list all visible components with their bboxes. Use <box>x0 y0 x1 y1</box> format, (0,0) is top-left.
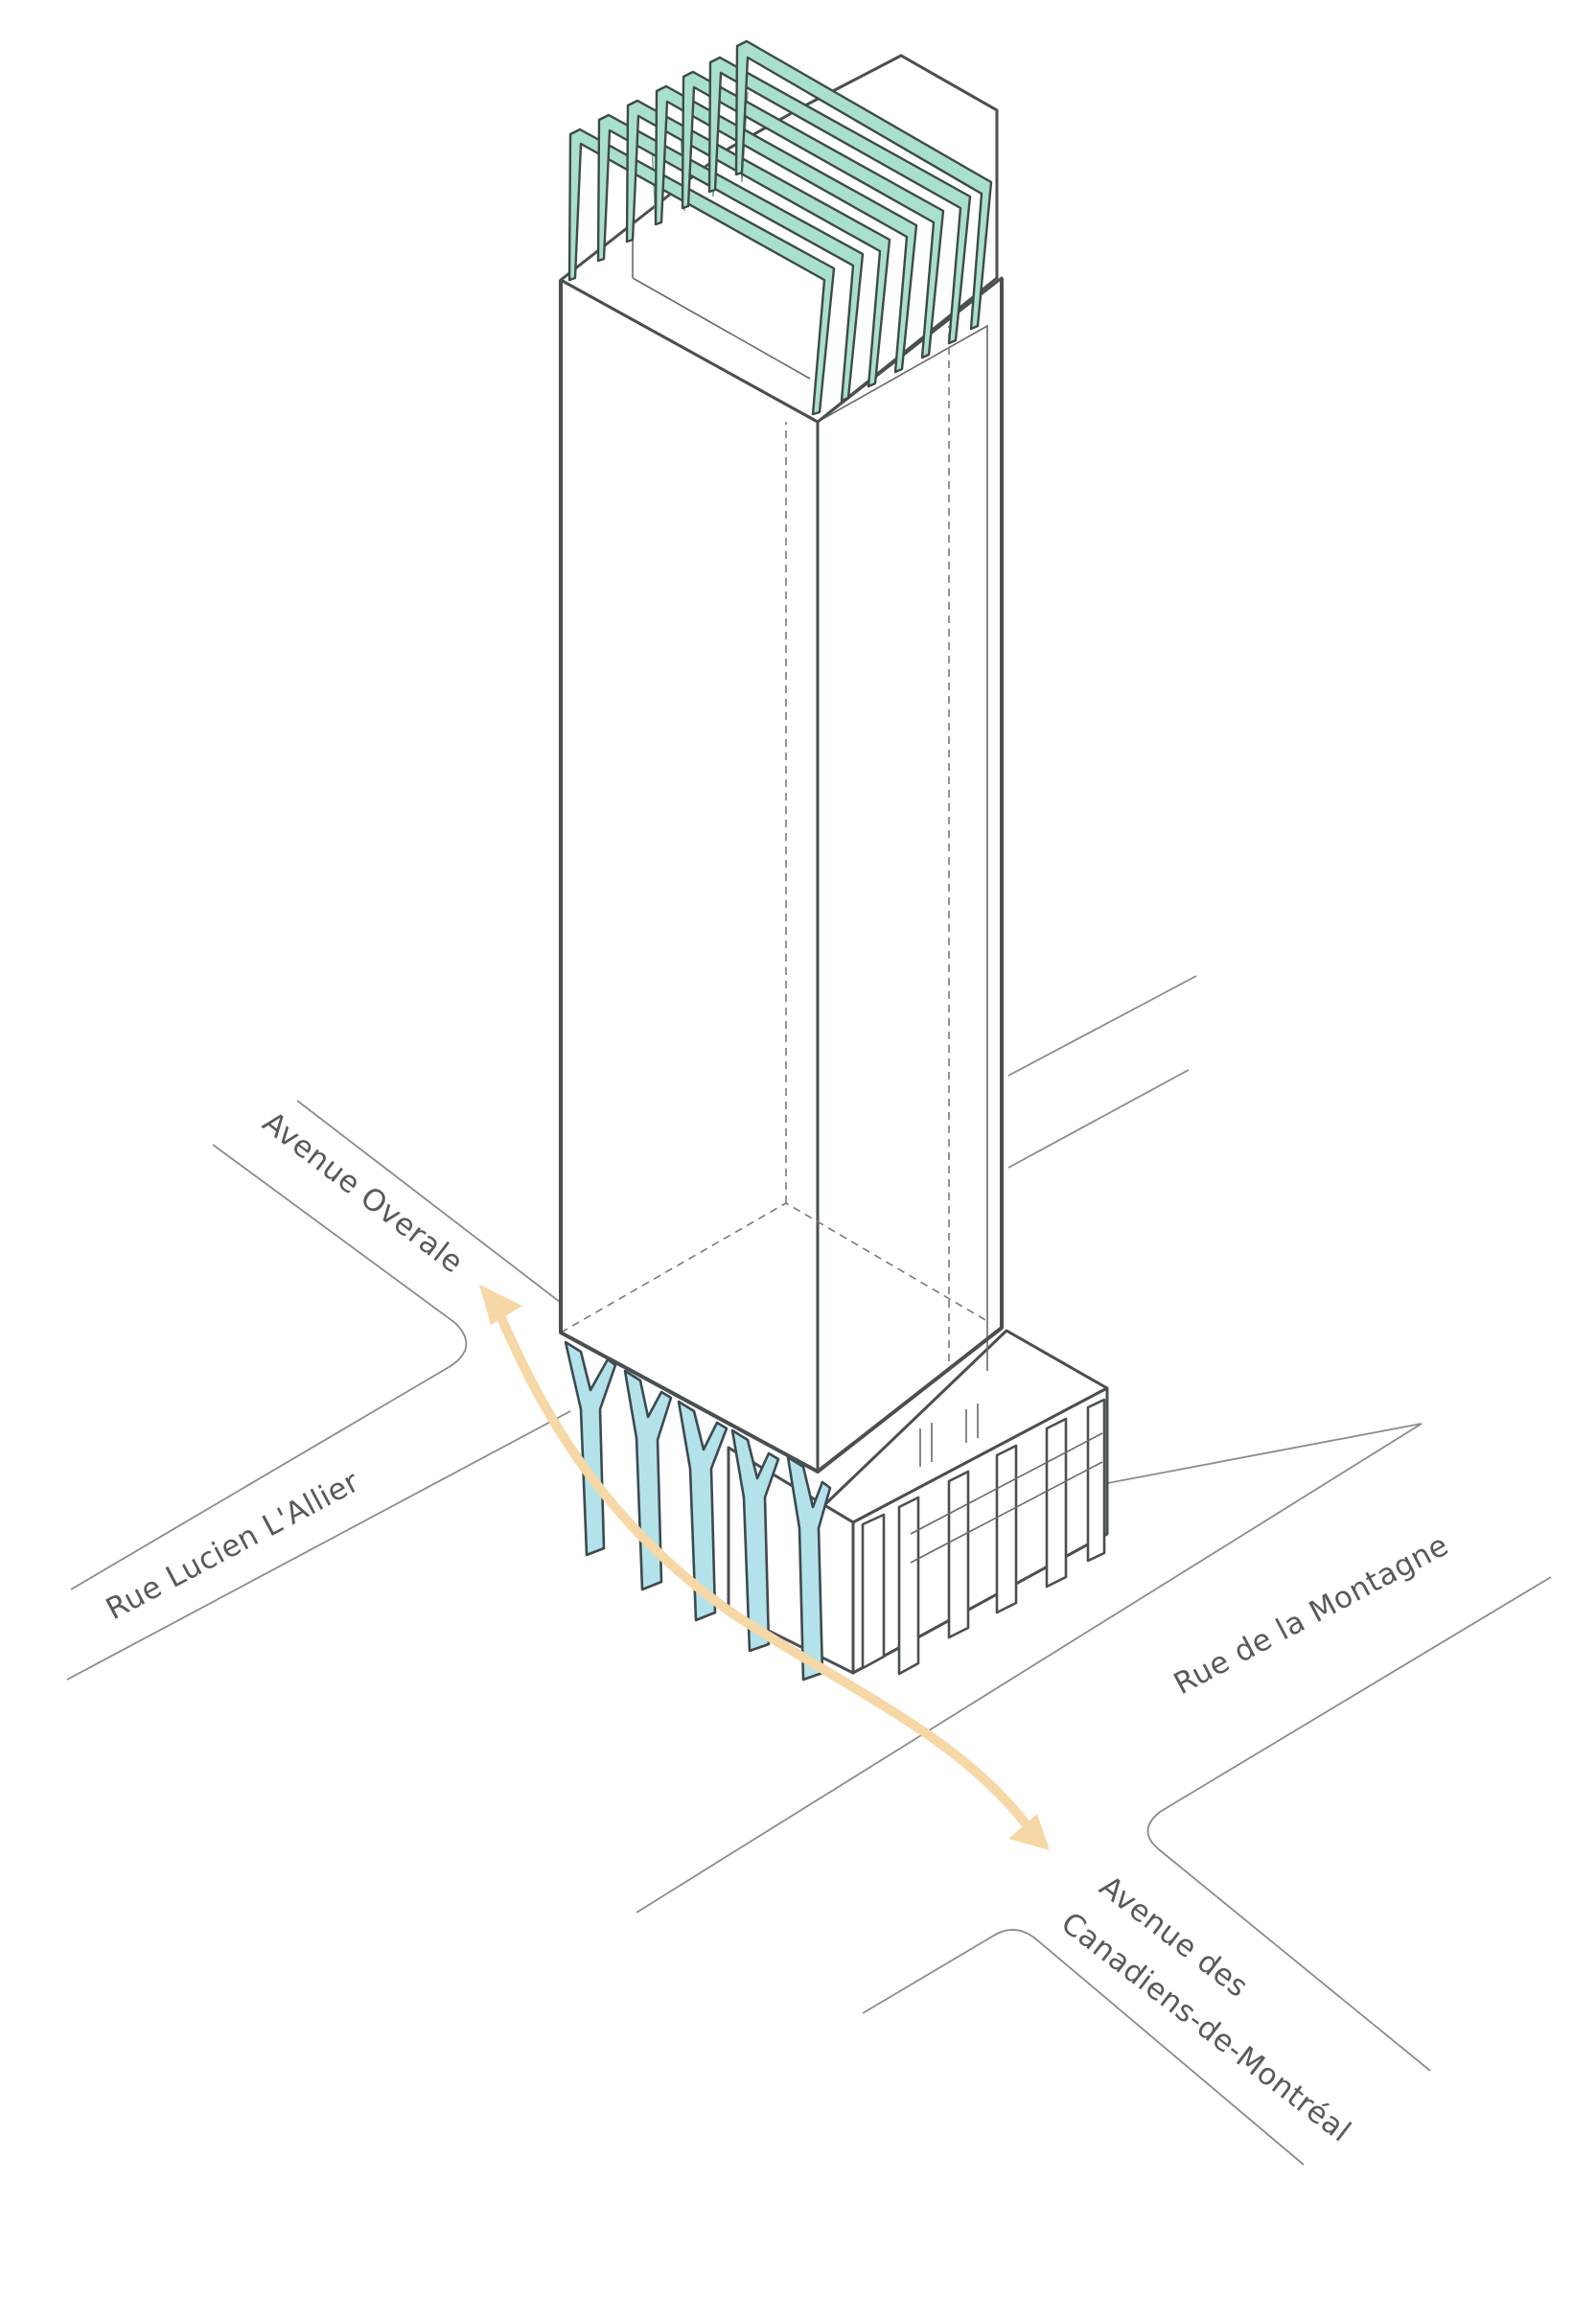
road-edge-canadiens-1 <box>862 1929 1305 2166</box>
podium-column <box>861 1513 886 1670</box>
crown-fin <box>567 128 836 416</box>
podium-column <box>1086 1398 1106 1563</box>
podium-shaft <box>919 1404 979 1467</box>
road-edge-overale-south <box>70 1144 468 1590</box>
podium-column <box>1045 1417 1068 1589</box>
tower-left-face <box>559 278 820 1473</box>
podium-floor-line <box>910 1461 1103 1564</box>
crown-fin <box>654 84 918 374</box>
road-edge-montagne-front-1b <box>636 1423 1423 1914</box>
base-column <box>730 1428 780 1653</box>
podium-floor-line <box>910 1432 1103 1535</box>
base-column <box>786 1455 832 1682</box>
base-columns <box>564 1340 832 1682</box>
crown-fin <box>681 70 945 360</box>
road-edge-overale-north <box>296 1100 586 1322</box>
road-edge-lallier-south <box>66 1410 571 1681</box>
crown-fin <box>596 113 865 403</box>
tower-setback-line <box>817 324 988 1371</box>
road-edge-montagne-upper-2 <box>1007 1069 1190 1169</box>
crown-fin <box>707 56 972 345</box>
podium-column <box>897 1496 920 1676</box>
crown-fin <box>734 39 993 331</box>
tower-right-face <box>816 276 1004 1473</box>
base-column <box>623 1369 673 1591</box>
pedestrian-flow-arrow <box>479 1285 1050 1850</box>
crown-fin <box>625 99 891 388</box>
flow-arrowhead-end <box>1008 1814 1050 1850</box>
tower-outline <box>559 278 1004 1473</box>
tower-crown <box>559 39 999 424</box>
label-rue-lucien-lallier: Rue Lucien L'Allier <box>101 1464 365 1627</box>
tower-shaft <box>559 276 1004 1473</box>
podium-column <box>995 1444 1018 1614</box>
flow-path <box>494 1307 1032 1831</box>
road-edge-montagne-upper-1 <box>1007 975 1197 1077</box>
flow-arrowhead-start <box>479 1285 522 1325</box>
road-edge-montagne-front-2 <box>1146 1576 1552 2072</box>
base-column <box>677 1400 729 1622</box>
base-column <box>564 1340 617 1557</box>
podium-column <box>947 1470 970 1639</box>
